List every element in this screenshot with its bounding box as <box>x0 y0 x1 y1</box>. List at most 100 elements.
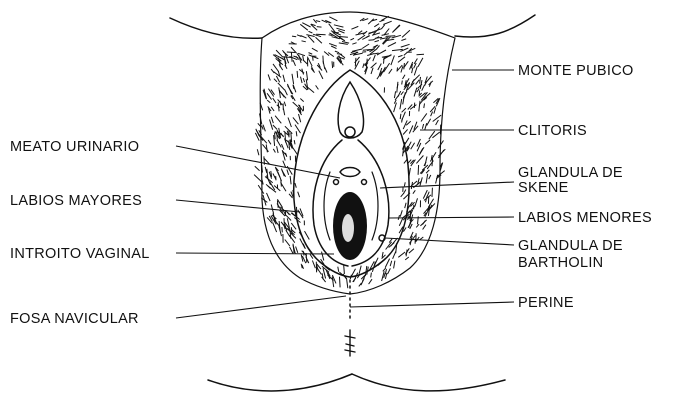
hair-stroke <box>402 81 403 85</box>
hair-stroke <box>306 35 314 37</box>
anus <box>345 330 355 356</box>
hair-stroke <box>426 174 428 184</box>
hair-stroke <box>254 175 262 183</box>
hair-stroke <box>296 131 297 136</box>
hair-stroke <box>329 44 337 47</box>
hair-stroke <box>303 251 304 256</box>
label-glandula-skene-line2: SKENE <box>518 180 569 196</box>
hair-stroke <box>273 98 276 103</box>
hair-stroke <box>257 149 259 155</box>
hair-stroke <box>378 64 382 71</box>
label-introito-vaginal: INTROITO VAGINAL <box>10 246 150 262</box>
hair-stroke <box>291 223 296 229</box>
hair-stroke <box>290 176 291 184</box>
hair-stroke <box>354 273 358 282</box>
label-clitoris: CLITORIS <box>518 123 587 139</box>
hair-stroke <box>440 150 444 155</box>
hair-stroke <box>409 249 414 253</box>
hair-stroke <box>402 112 406 121</box>
hair-stroke <box>268 140 271 144</box>
hair-stroke <box>255 166 260 171</box>
buttocks-outline-right <box>352 374 505 391</box>
hair-stroke <box>418 58 423 67</box>
hair-stroke <box>316 21 320 22</box>
hair-stroke <box>409 125 413 133</box>
hair-stroke <box>267 93 272 99</box>
label-glandula-bartholin-line2: BARTHOLIN <box>518 255 603 271</box>
hair-stroke <box>298 192 300 198</box>
hair-stroke <box>288 118 291 128</box>
label-perine: PERINE <box>518 295 574 311</box>
hair-stroke <box>304 60 308 64</box>
hair-stroke <box>271 117 273 123</box>
hair-stroke <box>262 126 264 130</box>
hair-stroke <box>340 277 341 288</box>
hair-stroke <box>404 190 406 194</box>
body-outline-top-right <box>455 15 535 37</box>
hair-stroke <box>429 131 435 139</box>
hair-stroke <box>385 259 389 268</box>
hair-stroke <box>352 49 362 51</box>
hair-stroke <box>285 90 288 96</box>
hair-stroke <box>283 109 284 116</box>
hair-stroke <box>415 198 418 206</box>
hair-stroke <box>273 64 279 72</box>
clitoral-hood <box>338 82 363 138</box>
hair-stroke <box>293 190 294 196</box>
hair-stroke <box>365 58 371 66</box>
hair-stroke <box>267 100 270 103</box>
hair-stroke <box>400 99 402 109</box>
hair-stroke <box>412 68 413 73</box>
hair-stroke <box>337 54 342 55</box>
hair-stroke <box>405 248 409 254</box>
hair-stroke <box>373 55 376 61</box>
hair-stroke <box>266 184 270 188</box>
hair-stroke <box>286 215 291 220</box>
leader-introito-vaginal <box>176 253 334 254</box>
hair-stroke <box>371 273 372 278</box>
hair-stroke <box>374 24 379 27</box>
hair-stroke <box>427 119 431 126</box>
hair-stroke <box>277 146 279 153</box>
label-fosa-navicular: FOSA NAVICULAR <box>10 311 139 327</box>
hair-stroke <box>398 252 405 257</box>
hair-stroke <box>426 170 429 173</box>
hair-stroke <box>392 49 403 50</box>
hair-stroke <box>437 171 445 177</box>
hair-stroke <box>363 63 364 67</box>
hair-stroke <box>309 31 313 33</box>
hair-stroke <box>425 123 427 130</box>
label-glandula-skene-line1: GLANDULA DE <box>518 165 623 181</box>
hair-stroke <box>401 44 410 47</box>
hair-stroke <box>296 247 298 253</box>
hair-stroke <box>418 165 419 175</box>
hair-stroke <box>287 84 291 94</box>
body-outline-top <box>170 18 262 38</box>
hair-stroke <box>411 182 412 189</box>
hair-stroke <box>397 82 398 93</box>
skene-gland-left <box>334 180 339 185</box>
hair-stroke <box>258 185 264 194</box>
hair-stroke <box>297 71 298 78</box>
hair-stroke <box>301 255 303 262</box>
hair-stroke <box>287 52 296 53</box>
hair-stroke <box>293 60 295 66</box>
hair-stroke <box>391 56 395 66</box>
hair-stroke <box>281 169 284 177</box>
label-glandula-bartholin-line1: GLANDULA DE <box>518 238 623 254</box>
hair-stroke <box>293 102 298 107</box>
hair-stroke <box>290 247 294 254</box>
hair-stroke <box>384 57 385 64</box>
hair-stroke <box>338 31 344 34</box>
hair-stroke <box>394 103 397 113</box>
hair-stroke <box>301 77 303 83</box>
leader-glandula-bartholin <box>385 238 514 245</box>
hair-stroke <box>292 74 294 84</box>
hair-stroke <box>417 54 425 55</box>
hair-stroke <box>422 85 425 91</box>
hair-stroke <box>430 152 436 161</box>
hair-stroke <box>433 115 441 121</box>
hair-stroke <box>436 175 438 184</box>
hair-stroke <box>423 225 426 230</box>
hair-stroke <box>420 148 423 153</box>
